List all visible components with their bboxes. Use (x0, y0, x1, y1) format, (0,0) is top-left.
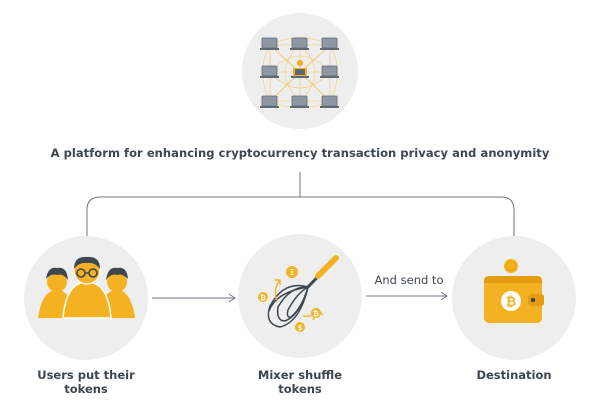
svg-text:Ξ: Ξ (290, 268, 295, 277)
connector-lines (86, 172, 515, 236)
arrow-users-to-mixer (152, 293, 236, 303)
mixer-node-label: Mixer shuffle tokens (230, 368, 370, 396)
destination-node-label: Destination (444, 368, 584, 382)
mixer-node-circle (238, 234, 362, 358)
svg-text:₿: ₿ (506, 295, 517, 310)
svg-text:₿: ₿ (260, 294, 266, 302)
svg-text:₿: ₿ (313, 310, 319, 318)
destination-label-line1: Destination (476, 368, 552, 382)
users-node-label: Users put their tokens (16, 368, 156, 396)
diagram-title: A platform for enhancing cryptocurrency … (50, 146, 550, 160)
mixer-label-line2: tokens (278, 382, 322, 396)
whisk-icon: Ξ ₿ ₿ $ (258, 255, 339, 332)
arrow-mixer-to-destination (366, 291, 448, 301)
edge-label-send: And send to (374, 273, 444, 287)
bitcoin-icon: Ξ ₿ ₿ $ (258, 266, 321, 332)
network-icon (260, 37, 339, 109)
users-label-line1: Users put their (37, 368, 135, 382)
mixer-label-line1: Mixer shuffle (257, 368, 343, 382)
users-label-line2: tokens (64, 382, 108, 396)
svg-text:$: $ (298, 324, 303, 332)
users-icon (38, 256, 135, 319)
wallet-icon: ₿ (484, 259, 544, 323)
